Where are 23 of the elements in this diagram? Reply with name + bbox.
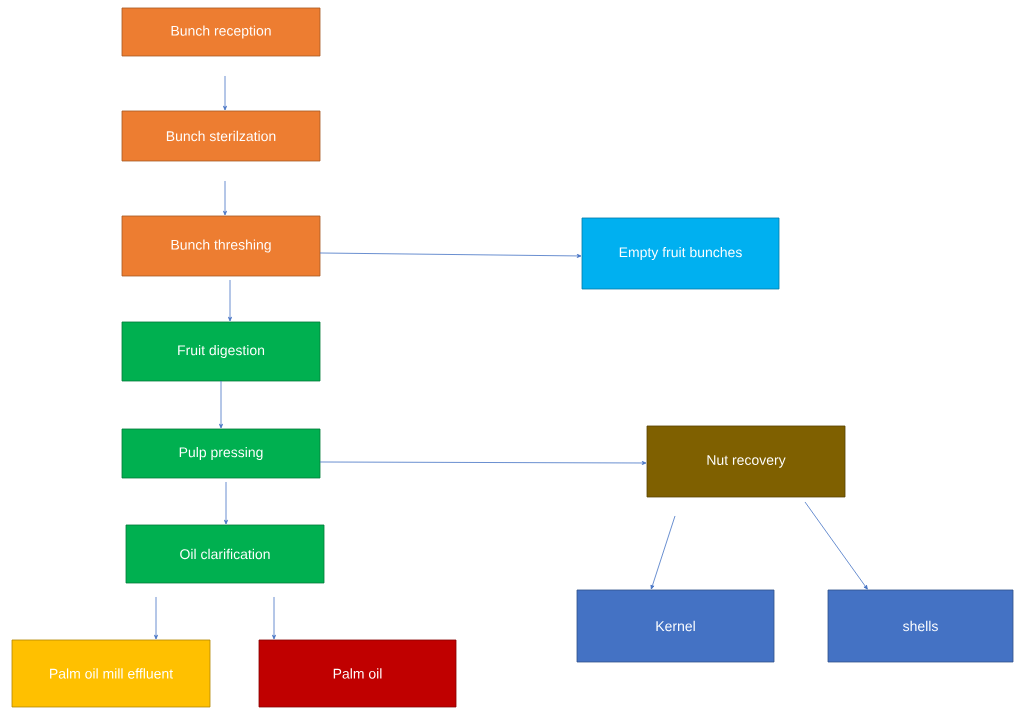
process-box: Nut recovery <box>646 425 846 498</box>
arrow <box>219 380 223 429</box>
process-box: Oil clarification <box>125 524 325 584</box>
process-box: Kernel <box>576 589 775 663</box>
process-box: Bunch sterilzation <box>121 110 321 162</box>
arrow <box>223 180 227 216</box>
process-box: Palm oil <box>258 639 457 708</box>
arrow <box>272 596 276 640</box>
process-box: Palm oil mill effluent <box>11 639 211 708</box>
arrow <box>650 515 676 590</box>
arrow <box>154 596 158 640</box>
arrow <box>228 279 232 322</box>
process-box: Fruit digestion <box>121 321 321 382</box>
arrow <box>224 481 228 525</box>
process-box: shells <box>827 589 1014 663</box>
process-box: Pulp pressing <box>121 428 321 479</box>
arrow <box>319 461 647 465</box>
arrow <box>319 252 582 258</box>
process-box: Bunch reception <box>121 7 321 57</box>
process-box: Empty fruit bunches <box>581 217 780 290</box>
arrow <box>223 75 227 111</box>
process-box: Bunch threshing <box>121 215 321 277</box>
arrow <box>804 501 868 590</box>
